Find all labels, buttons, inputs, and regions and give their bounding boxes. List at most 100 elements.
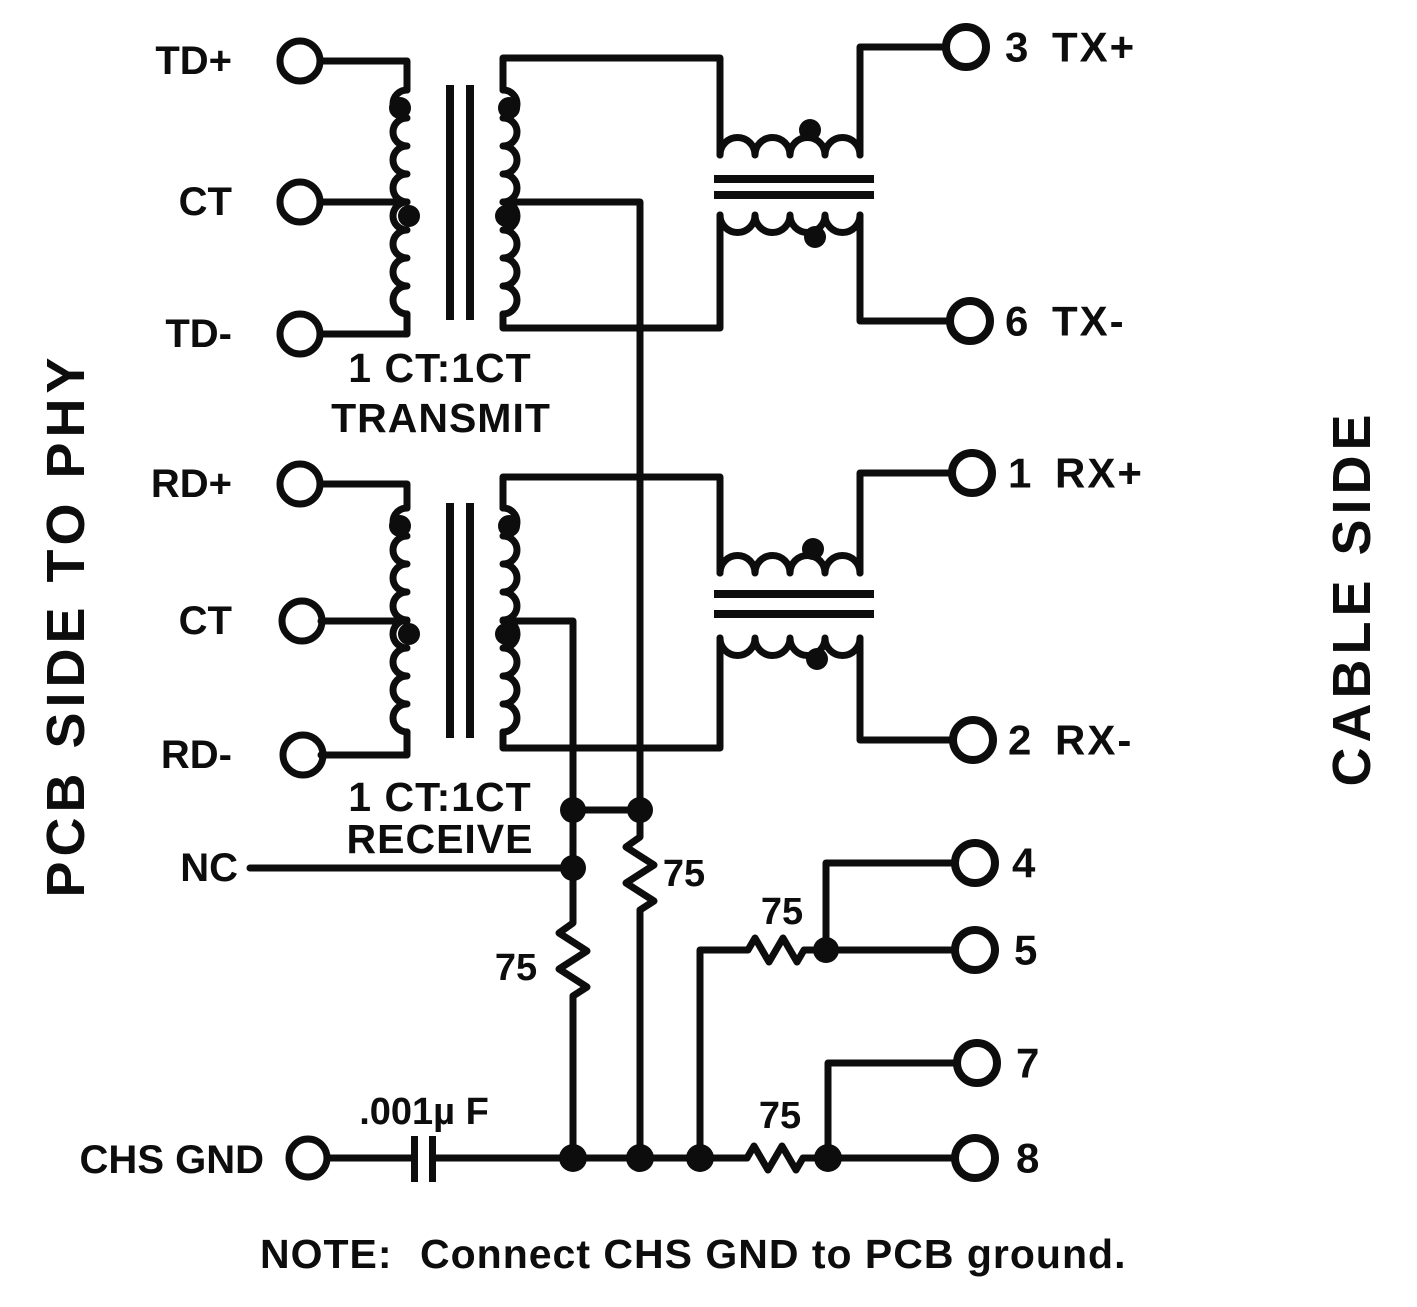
label-chs-gnd: CHS GND: [80, 1138, 264, 1182]
label-rd-minus: RD-: [161, 733, 232, 777]
phase-dot: [389, 97, 411, 119]
core-line: [714, 175, 874, 183]
resistor-rx-ct-value: 75: [495, 947, 537, 989]
phase-dot: [398, 205, 420, 227]
choke-top-coil: [716, 134, 864, 159]
pin-1-terminal: [948, 449, 996, 497]
label-td-minus: TD-: [165, 312, 232, 356]
capacitor-plate: [411, 1136, 418, 1182]
core-line: [714, 590, 874, 598]
core-line: [714, 610, 874, 618]
primary-winding: [389, 86, 411, 318]
wire-segment: [317, 310, 411, 338]
note-label: NOTE:: [260, 1231, 393, 1277]
pin-6-number: 6: [1005, 298, 1030, 345]
phase-dot: [495, 205, 517, 227]
phase-dot: [495, 623, 517, 645]
pin-5-number: 5: [1014, 927, 1039, 974]
resistor-tx-ct: [622, 806, 658, 1162]
primary-winding: [389, 504, 411, 736]
terminal-ct-top: [276, 178, 324, 226]
phase-dot: [398, 623, 420, 645]
pin-1-number: 1: [1008, 450, 1033, 497]
pcb-side-label: PCB SIDE TO PHY: [36, 352, 96, 897]
label-td-plus: TD+: [155, 39, 232, 83]
core-line: [446, 503, 454, 738]
termination-network: 75 75: [246, 198, 705, 1162]
footnote: NOTE: Connect CHS GND to PCB ground.: [260, 1231, 1126, 1277]
wire-segment: [856, 634, 957, 744]
wire-segment: [499, 473, 724, 577]
terminal-td-minus: [276, 310, 324, 358]
terminal-ct-bottom: [278, 597, 326, 645]
label-ct-bottom: CT: [179, 599, 232, 643]
pin-3-terminal: [942, 23, 990, 71]
wire-segment: [856, 469, 956, 577]
core-line: [714, 191, 874, 199]
pin-2-signal: RX-: [1055, 717, 1133, 764]
pin-5-terminal: [951, 926, 999, 974]
pin-8-terminal: [951, 1134, 999, 1182]
transmit-name-label: TRANSMIT: [331, 395, 551, 441]
choke-bottom-coil: [716, 634, 864, 659]
junction-dot: [626, 1144, 654, 1172]
terminal-td-plus: [276, 37, 324, 85]
pin-2-terminal: [949, 716, 997, 764]
resistor-rx-ct: [555, 806, 591, 1162]
pin-6-terminal: [946, 297, 994, 345]
phase-dot: [799, 119, 821, 141]
wire-segment: [499, 211, 724, 332]
phase-dot: [498, 515, 520, 537]
note-text: Connect CHS GND to PCB ground.: [420, 1231, 1126, 1277]
wire-segment: [317, 480, 411, 512]
rx-choke: [499, 469, 957, 752]
wire-segment: [317, 728, 411, 759]
receive-transformer: 1 CT:1CT RECEIVE: [317, 480, 533, 862]
phase-dot: [804, 226, 826, 248]
wire-segment: [499, 54, 724, 159]
capacitor-plate: [429, 1136, 436, 1182]
junction-dot: [560, 797, 586, 823]
pin-6-signal: TX-: [1052, 298, 1126, 345]
pin-3-number: 3: [1005, 24, 1030, 71]
pin-7-terminal: [953, 1039, 1001, 1087]
wire-segment: [856, 211, 954, 325]
terminal-rd-minus: [279, 731, 327, 779]
choke-bottom-coil: [716, 211, 864, 236]
pin-2-number: 2: [1008, 717, 1033, 764]
pin-3-signal: TX+: [1052, 24, 1136, 71]
wire-segment: [822, 859, 958, 954]
junction-dot: [686, 1144, 714, 1172]
phy-terminals: TD+ CT TD- RD+ CT RD- NC CHS GND: [80, 37, 331, 1182]
wire-segment: [824, 1059, 960, 1162]
resistor-pins-4-5-value: 75: [761, 891, 803, 933]
core-line: [446, 85, 454, 320]
terminal-rd-plus: [276, 460, 324, 508]
pin-1-signal: RX+: [1055, 450, 1144, 497]
tx-ct-line: [499, 198, 644, 814]
junction-dot: [627, 797, 653, 823]
terminal-chs-gnd: [285, 1135, 331, 1181]
label-rd-plus: RD+: [151, 462, 232, 506]
phase-dot: [802, 538, 824, 560]
wire-segment: [856, 43, 950, 159]
junction-dot: [559, 1144, 587, 1172]
junction-dot: [814, 1144, 842, 1172]
receive-ratio-label: 1 CT:1CT: [348, 774, 531, 820]
junction-dot: [813, 937, 839, 963]
cable-pins: 3 TX+ 6 TX- 1 RX+ 2 RX- 4 5 7 8: [942, 23, 1144, 1182]
transmit-transformer: 1 CT:1CT TRANSMIT: [317, 57, 551, 441]
tx-choke: [499, 43, 954, 332]
core-line: [466, 503, 474, 738]
phase-dot: [498, 97, 520, 119]
transmit-ratio-label: 1 CT:1CT: [348, 345, 531, 391]
pin-4-number: 4: [1012, 840, 1037, 887]
pin-4-terminal: [951, 839, 999, 887]
ground-bus: .001µ F 75 75: [323, 859, 960, 1182]
resistor-tx-ct-value: 75: [663, 853, 705, 895]
resistor-pins-4-5: [696, 934, 818, 1162]
junction-dot: [560, 855, 586, 881]
choke-top-coil: [716, 552, 864, 577]
